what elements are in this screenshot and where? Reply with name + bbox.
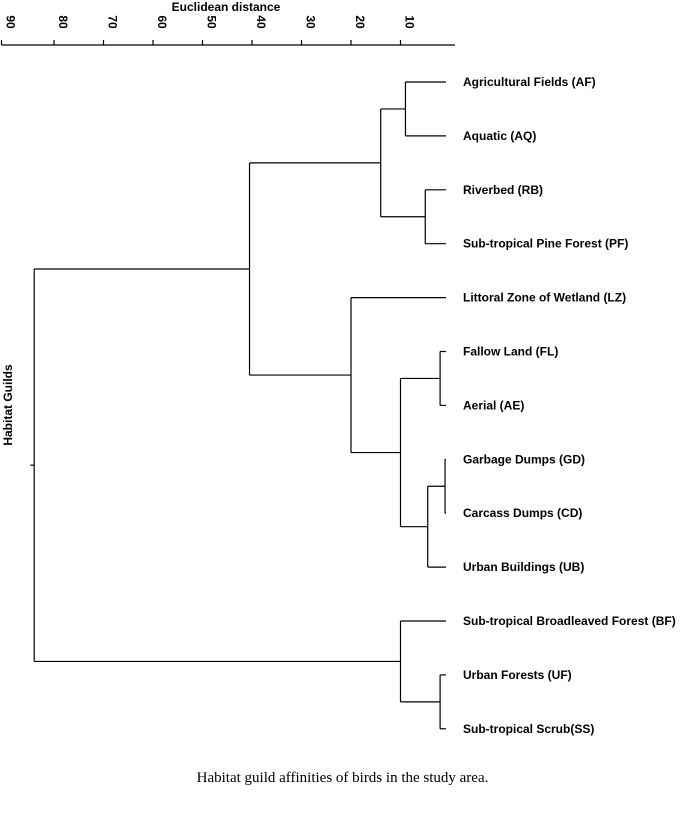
leaf-label: Fallow Land (FL) <box>463 345 558 359</box>
leaf-label: Carcass Dumps (CD) <box>463 506 582 520</box>
x-tick-label: 70 <box>106 15 120 29</box>
leaf-label: Urban Forests (UF) <box>463 668 572 682</box>
x-tick-label: 60 <box>155 15 169 29</box>
leaf-label: Sub-tropical Pine Forest (PF) <box>463 237 628 251</box>
x-axis-title: Euclidean distance <box>172 0 281 14</box>
leaf-label: Aquatic (AQ) <box>463 129 536 143</box>
x-tick-label: 50 <box>205 15 219 29</box>
figure-caption: Habitat guild affinities of birds in the… <box>196 770 489 786</box>
leaf-label: Sub-tropical Broadleaved Forest (BF) <box>463 614 676 628</box>
x-tick-label: 30 <box>304 15 318 29</box>
leaf-label: Riverbed (RB) <box>463 183 543 197</box>
x-tick-label: 90 <box>4 15 18 29</box>
x-tick-label: 10 <box>403 15 417 29</box>
leaf-label: Sub-tropical Scrub(SS) <box>463 722 594 736</box>
leaf-label: Aerial (AE) <box>463 398 524 412</box>
leaf-label: Garbage Dumps (GD) <box>463 452 585 466</box>
x-tick-label: 20 <box>353 15 367 29</box>
leaf-label: Littoral Zone of Wetland (LZ) <box>463 291 626 305</box>
y-axis-title: Habitat Guilds <box>1 364 15 446</box>
x-tick-label: 40 <box>254 15 268 29</box>
leaf-label: Urban Buildings (UB) <box>463 560 584 574</box>
leaf-label: Agricultural Fields (AF) <box>463 75 596 89</box>
dendrogram: Euclidean distance 90 80 70 60 50 40 30 20 10Habi… <box>0 0 676 736</box>
x-tick-label: 80 <box>56 15 70 29</box>
